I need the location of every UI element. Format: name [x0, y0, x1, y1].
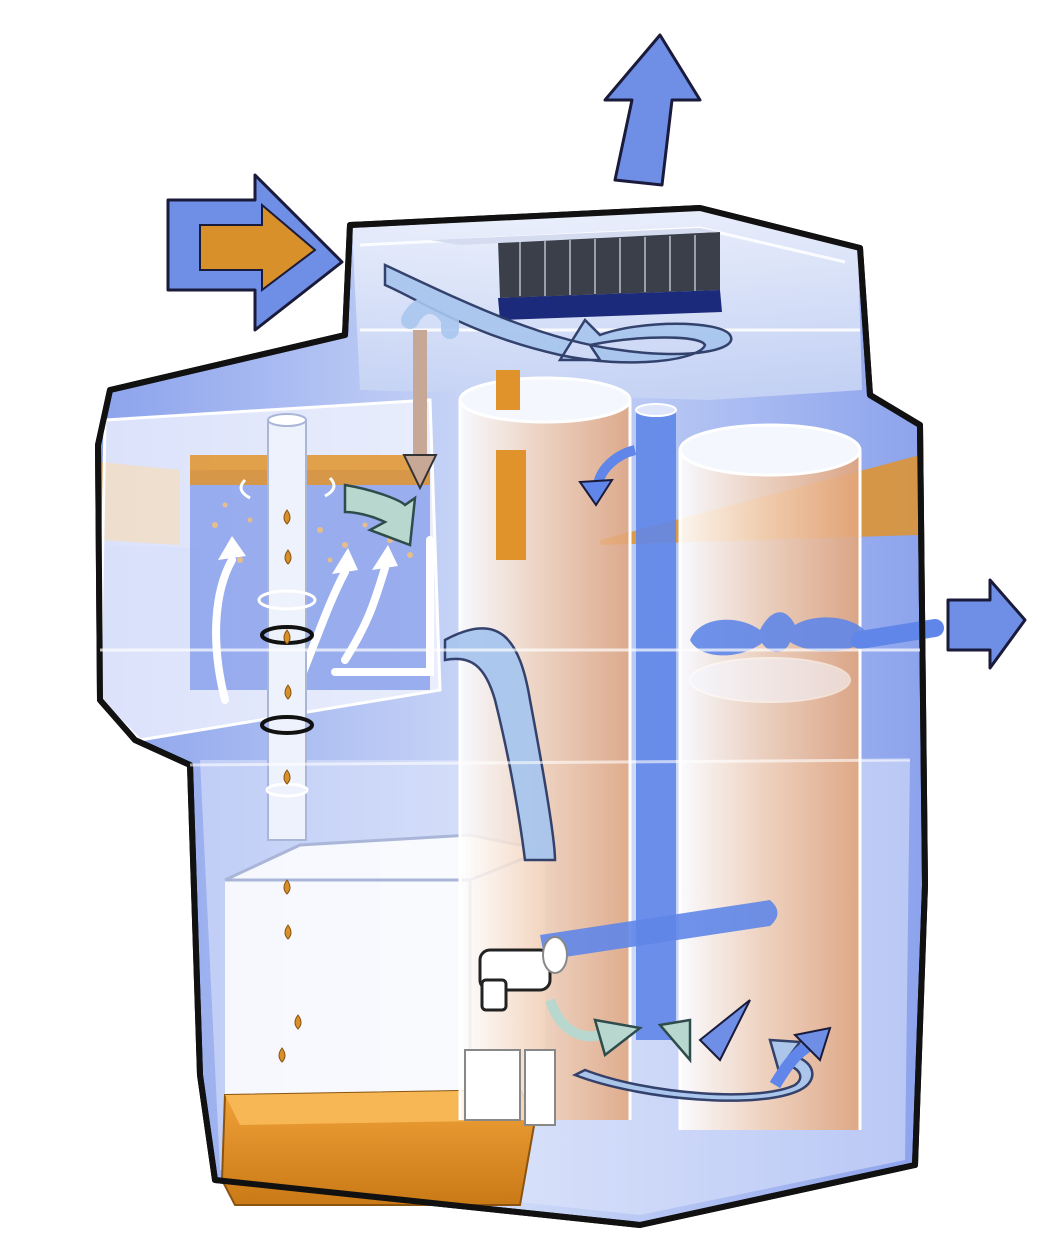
curve-arrow-icon — [578, 445, 637, 507]
exhaust-up-arrow-icon — [603, 33, 702, 187]
right-cylinder — [678, 423, 862, 1130]
unit-outline — [95, 205, 928, 1228]
horizontal-blue-pipe — [540, 900, 778, 960]
drip-tray — [220, 1088, 537, 1206]
drop-pipe — [239, 413, 336, 841]
spout-icon — [464, 936, 568, 1126]
bottom-loop-flow — [545, 998, 832, 1102]
filter-grille-icon — [430, 228, 722, 320]
level-indicator — [496, 370, 526, 560]
top-loop-flow — [383, 263, 733, 491]
inlet-arrow-icon — [166, 173, 344, 332]
teal-arrow-icon — [343, 483, 417, 547]
outlet-right-arrow-icon — [946, 578, 1027, 670]
